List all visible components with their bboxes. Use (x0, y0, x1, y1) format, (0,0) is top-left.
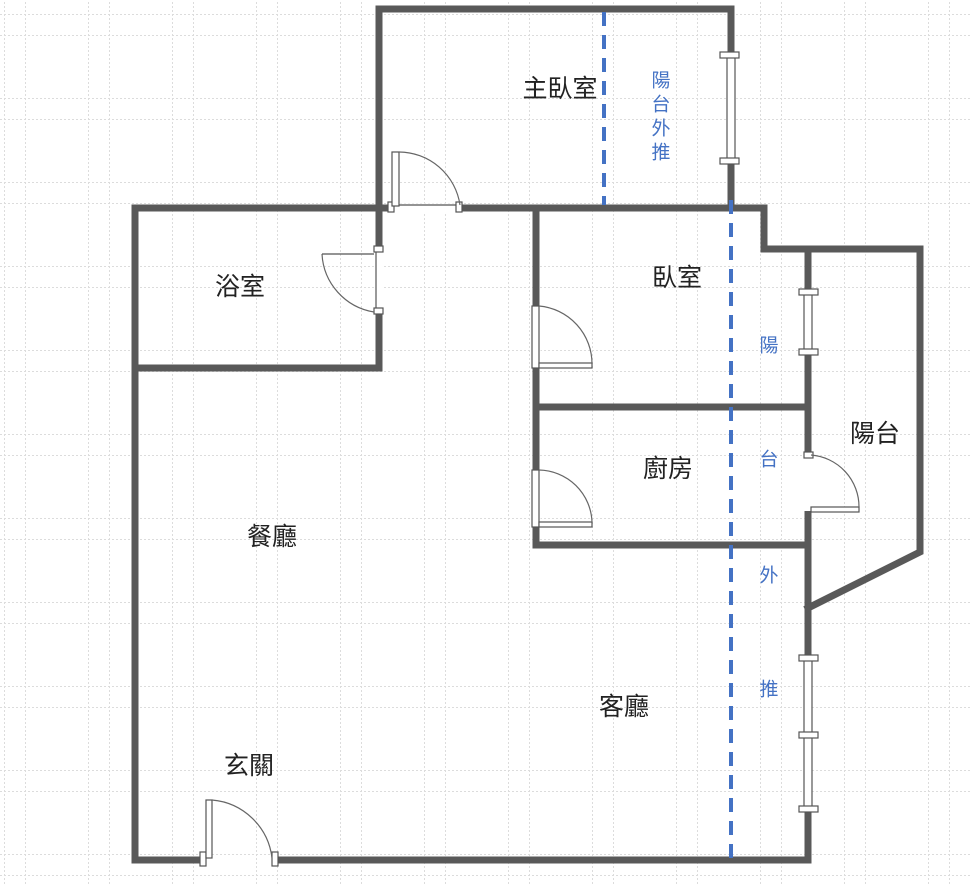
note-right-char: 外 (759, 565, 778, 587)
note-right-char: 陽 (759, 335, 778, 357)
label-entrance: 玄關 (224, 751, 274, 780)
note-right-char: 台 (759, 449, 778, 471)
label-balcony: 陽台 (850, 419, 900, 448)
door-master-bedroom (387, 151, 463, 213)
label-bathroom: 浴室 (215, 272, 265, 301)
label-master-bedroom: 主臥室 (522, 74, 597, 103)
walls (131, 5, 924, 864)
wall-west (131, 204, 204, 864)
wall-north (375, 204, 812, 253)
note-top-char: 台 (651, 94, 670, 116)
push-out-lines (602, 12, 733, 858)
door-entrance (199, 799, 279, 867)
note-right: 陽 台 外 推 (759, 335, 778, 701)
label-living: 客廳 (599, 692, 649, 721)
note-top-char: 推 (651, 142, 670, 164)
door-kitchen (531, 469, 593, 528)
window-bedroom (798, 288, 819, 356)
door-bedroom (531, 305, 593, 369)
window-living-room (798, 654, 819, 813)
wall-south (272, 806, 812, 864)
door-bathroom (321, 245, 384, 315)
windows (719, 51, 819, 813)
label-bedroom: 臥室 (652, 263, 702, 292)
wall-master-bedroom (375, 5, 735, 212)
note-top: 陽 台 外 推 (651, 70, 670, 164)
label-kitchen: 廚房 (643, 454, 693, 483)
note-right-char: 推 (759, 679, 778, 701)
room-labels: 主臥室 浴室 臥室 廚房 陽台 餐廳 客廳 玄關 (215, 74, 900, 780)
doors (199, 151, 860, 867)
window-master-bedroom (719, 51, 740, 165)
note-top-char: 陽 (651, 70, 670, 92)
note-top-char: 外 (651, 118, 670, 140)
wall-balcony (803, 245, 924, 613)
label-dining: 餐廳 (247, 522, 297, 551)
door-balcony (803, 451, 860, 513)
